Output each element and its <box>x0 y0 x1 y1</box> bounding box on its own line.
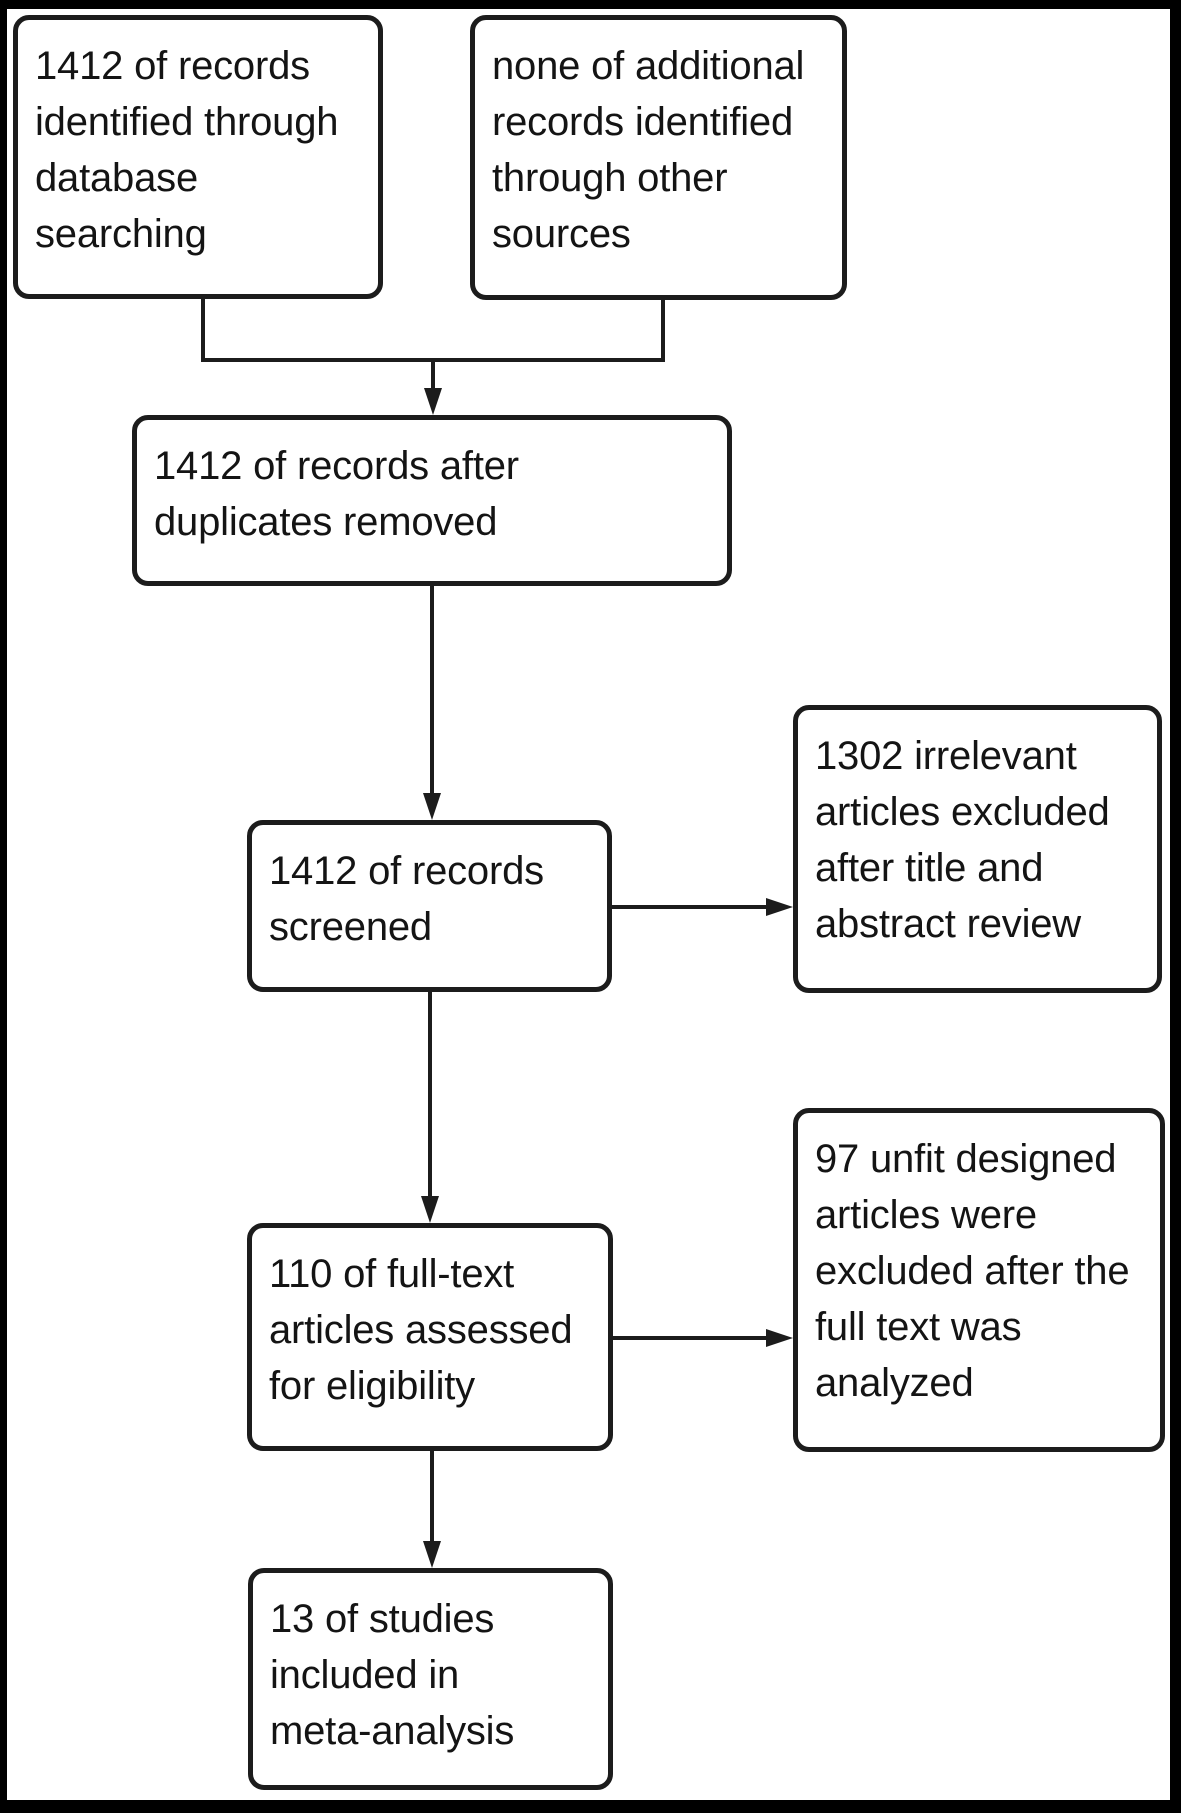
arrowhead-to-screened-icon <box>423 793 441 820</box>
flow-box-fulltext-assessed-text: 110 of full-text articles assessed for e… <box>269 1252 573 1408</box>
connector-fulltext-to-unfit <box>613 1336 766 1340</box>
flow-box-included-meta: 13 of studies included in meta-analysis <box>248 1568 613 1790</box>
flow-box-irrelevant-excluded-text: 1302 irrelevant articles excluded after … <box>815 734 1110 946</box>
flow-box-additional-records: none of additional records identified th… <box>470 15 847 300</box>
flow-box-irrelevant-excluded: 1302 irrelevant articles excluded after … <box>793 705 1162 993</box>
arrowhead-to-unfit-icon <box>766 1329 793 1347</box>
connector-screened-to-fulltext <box>428 992 432 1197</box>
arrowhead-to-fulltext-icon <box>421 1196 439 1223</box>
flow-box-records-screened: 1412 of records screened <box>247 820 612 992</box>
connector-duplicates-to-screened <box>430 586 434 794</box>
flow-box-included-meta-text: 13 of studies included in meta-analysis <box>270 1597 515 1753</box>
flow-box-unfit-excluded-text: 97 unfit designed articles were excluded… <box>815 1137 1130 1405</box>
arrowhead-to-duplicates-icon <box>424 388 442 415</box>
flow-box-additional-records-text: none of additional records identified th… <box>492 44 805 256</box>
flow-box-duplicates-removed-text: 1412 of records after duplicates removed <box>154 444 519 544</box>
arrowhead-to-irrelevant-icon <box>766 898 793 916</box>
flow-box-records-screened-text: 1412 of records screened <box>269 849 544 949</box>
flow-box-unfit-excluded: 97 unfit designed articles were excluded… <box>793 1108 1165 1452</box>
connector-fulltext-to-included <box>430 1451 434 1542</box>
connector-identified-drop <box>201 299 205 362</box>
flow-box-fulltext-assessed: 110 of full-text articles assessed for e… <box>247 1223 613 1451</box>
connector-additional-drop <box>661 300 665 362</box>
connector-screened-to-irrelevant <box>612 905 766 909</box>
arrowhead-to-included-icon <box>423 1541 441 1568</box>
flow-box-duplicates-removed: 1412 of records after duplicates removed <box>132 415 732 586</box>
flow-box-records-identified: 1412 of records identified through datab… <box>13 15 383 299</box>
connector-merge-to-duplicates <box>431 360 435 390</box>
flow-box-records-identified-text: 1412 of records identified through datab… <box>35 44 339 256</box>
